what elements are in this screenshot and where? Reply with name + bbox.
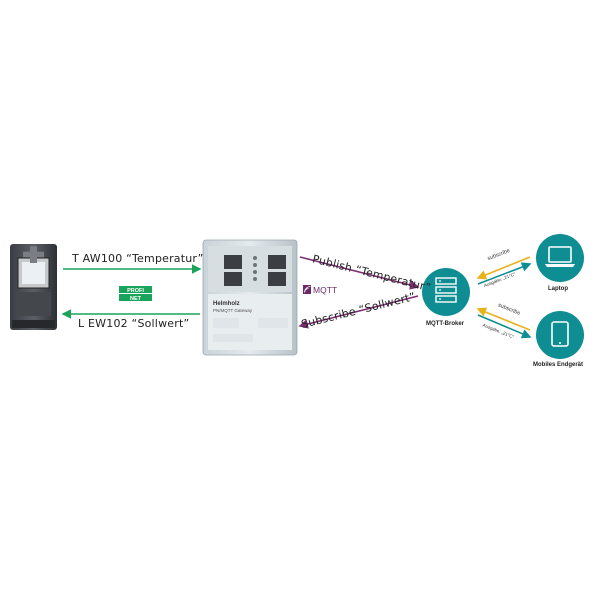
- gateway-device: Helmholz PN/MQTT Gateway: [202, 239, 298, 356]
- profinet-logo-bottom: NET: [130, 296, 142, 302]
- broker-label: MQTT-Broker: [426, 321, 465, 327]
- gateway-brand: Helmholz: [213, 301, 240, 307]
- laptop-output-arrow: [477, 262, 532, 285]
- mqtt-logo-text: MQTT: [313, 285, 337, 295]
- plc-to-gateway-label: T AW100 “Temperatur”: [72, 252, 204, 265]
- mqtt-logo: MQTT: [303, 285, 337, 295]
- mobile-subscribe-arrow: [476, 307, 531, 331]
- mobile-output-arrow: [477, 314, 532, 339]
- profinet-logo-top: PROFI: [127, 288, 144, 294]
- subscribe-arrow: [298, 295, 419, 329]
- broker-node: [422, 268, 470, 316]
- gateway-model: PN/MQTT Gateway: [213, 308, 253, 313]
- laptop-subscribe-arrow: [476, 256, 531, 280]
- publish-arrow: [299, 256, 420, 290]
- laptop-node: [536, 234, 584, 282]
- laptop-label: Laptop: [548, 286, 568, 292]
- profinet-logo: PROFI NET: [119, 286, 152, 302]
- mobile-node: [536, 311, 584, 359]
- mobile-label: Mobiles Endgerät: [533, 362, 584, 368]
- gateway-to-plc-label: L EW102 “Sollwert”: [78, 317, 190, 330]
- plc-device: [10, 244, 57, 330]
